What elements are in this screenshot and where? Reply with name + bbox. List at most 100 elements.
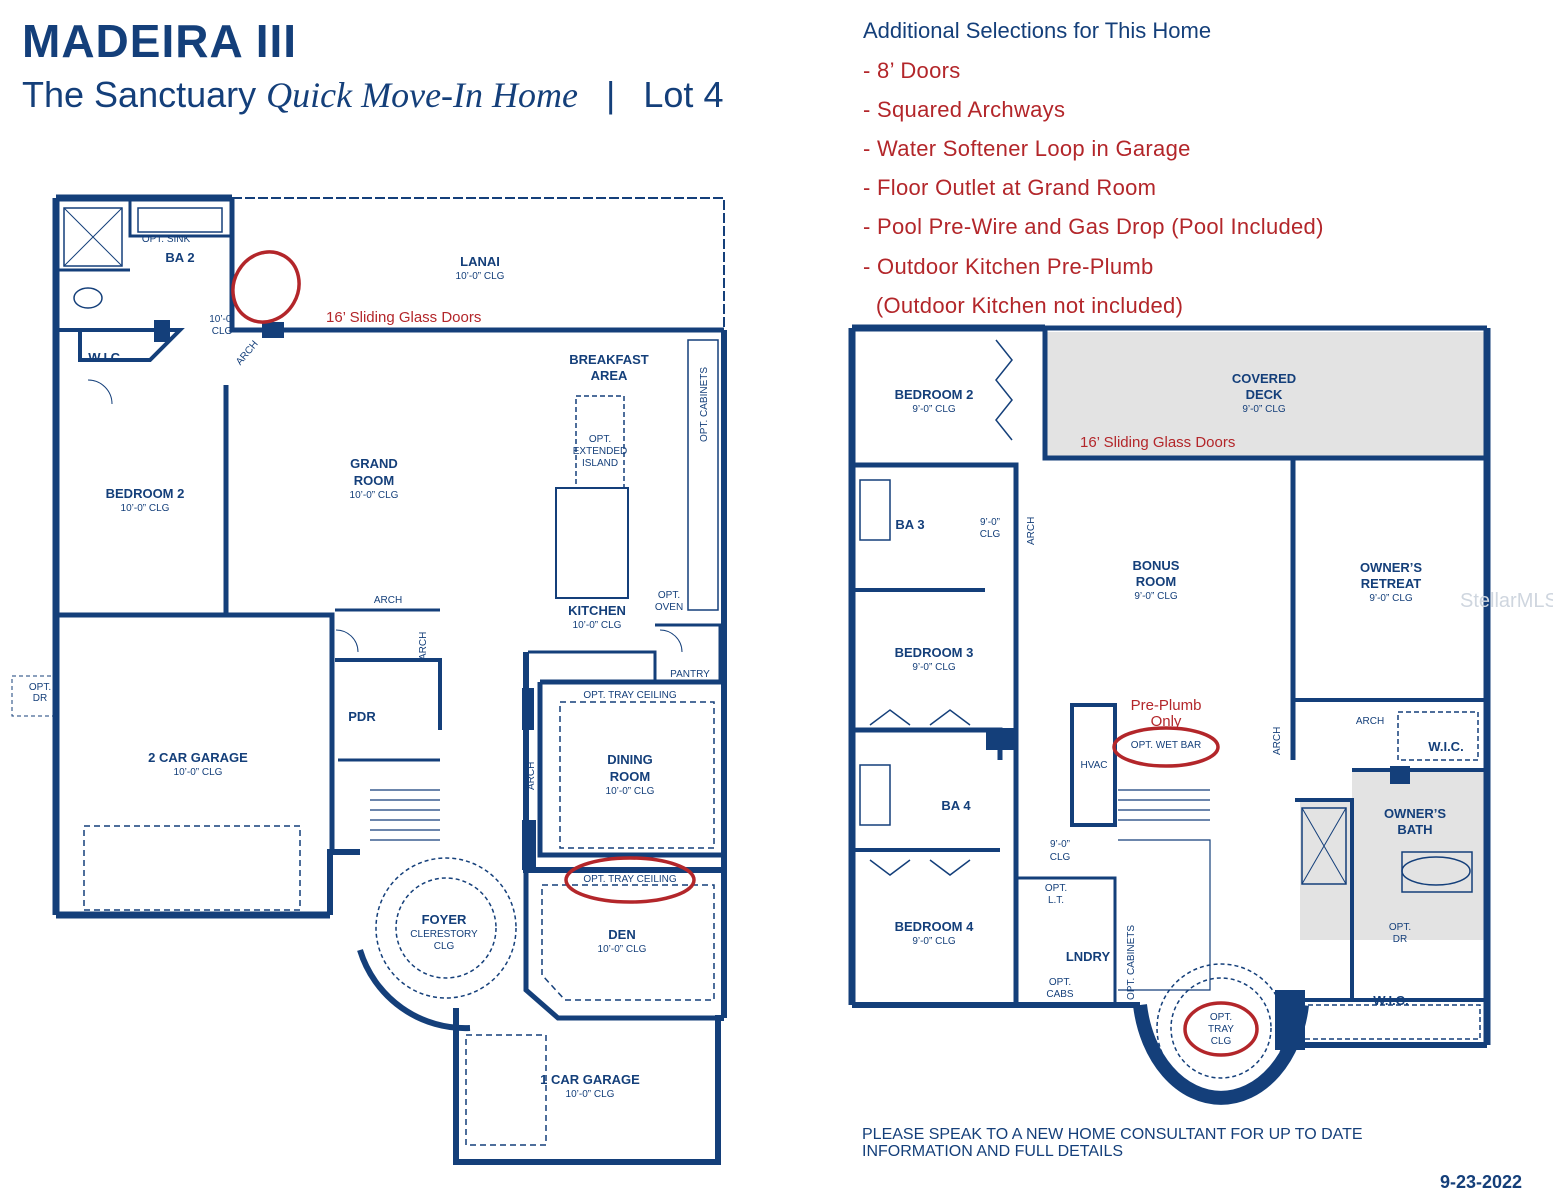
disclaimer-line: PLEASE SPEAK TO A NEW HOME CONSULTANT FO… bbox=[862, 1126, 1363, 1143]
plan-title: MADEIRA III bbox=[22, 15, 298, 67]
wet-bar-label: OPT. WET BAR bbox=[1131, 740, 1201, 751]
arch-label: ARCH bbox=[418, 632, 429, 660]
room-label-bonus: BONUS bbox=[1133, 558, 1180, 573]
ceiling-label: 10’-0” CLG bbox=[606, 786, 655, 797]
plan-subtitle: The Sanctuary Quick Move-In Home | Lot 4 bbox=[22, 74, 723, 116]
ceiling-label: 10’-0” CLG bbox=[573, 620, 622, 631]
opt-cabs-label: OPT. bbox=[1049, 977, 1071, 988]
disclaimer: PLEASE SPEAK TO A NEW HOME CONSULTANT FO… bbox=[862, 1126, 1482, 1160]
room-label-breakfast: AREA bbox=[591, 368, 628, 383]
highlight-ellipse-door bbox=[231, 250, 301, 324]
ceiling-label: 10’-0” CLG bbox=[566, 1089, 615, 1100]
room-label-bonus: ROOM bbox=[1136, 574, 1176, 589]
arch-label: ARCH bbox=[1356, 716, 1384, 727]
room-label-bedroom4: BEDROOM 4 bbox=[895, 919, 975, 934]
opt-dr-label: OPT. bbox=[29, 682, 51, 693]
room-label-ba2: BA 2 bbox=[165, 250, 194, 265]
selection-item: - Floor Outlet at Grand Room bbox=[863, 175, 1157, 200]
ceiling-label: 9’-0” CLG bbox=[1369, 593, 1413, 604]
room-label-bedroom2: BEDROOM 2 bbox=[895, 387, 974, 402]
arch-label: ARCH bbox=[526, 762, 537, 790]
opt-lt-label: L.T. bbox=[1048, 895, 1064, 906]
first-floor-plan bbox=[11, 194, 727, 1165]
opt-oven-label: OVEN bbox=[655, 602, 683, 613]
second-floor-labels: COVERED DECK 9’-0” CLG BEDROOM 2 9’-0” C… bbox=[895, 371, 1553, 1047]
room-label-dining: DINING bbox=[607, 752, 653, 767]
highlight-ellipse-wet-bar bbox=[1112, 726, 1220, 768]
opt-cabinets-label: OPT. CABINETS bbox=[699, 367, 710, 442]
room-label-pdr: PDR bbox=[348, 709, 376, 724]
opt-oven-label: OPT. bbox=[658, 590, 680, 601]
room-label-garage1: 1 CAR GARAGE bbox=[540, 1072, 640, 1087]
selection-item: - Water Softener Loop in Garage bbox=[863, 136, 1191, 161]
second-floor-plan bbox=[848, 324, 1491, 1105]
room-label-garage2: 2 CAR GARAGE bbox=[148, 750, 248, 765]
ceiling-label: 10’-0” CLG bbox=[598, 944, 647, 955]
room-label-bedroom3: BEDROOM 3 bbox=[895, 645, 974, 660]
island-label: ISLAND bbox=[582, 458, 618, 469]
selection-item: (Outdoor Kitchen not included) bbox=[863, 293, 1184, 318]
selections-heading: Additional Selections for This Home bbox=[863, 18, 1212, 43]
quick-move-in-label: Quick Move-In Home bbox=[266, 75, 578, 115]
room-label-lanai: LANAI bbox=[460, 254, 500, 269]
opt-lt-label: OPT. bbox=[1045, 883, 1067, 894]
foyer-sub-label: CLERESTORY bbox=[410, 929, 478, 940]
opt-sink-label: OPT. SINK bbox=[142, 234, 191, 245]
arch-label: ARCH bbox=[234, 339, 261, 368]
title-separator: | bbox=[606, 74, 616, 115]
room-label-laundry: LNDRY bbox=[1066, 949, 1111, 964]
ceiling-label: 10’-0” CLG bbox=[456, 271, 505, 282]
arch-label: ARCH bbox=[1272, 727, 1283, 755]
room-label-wic: W.I.C. bbox=[1428, 739, 1463, 754]
sliding-doors-label: 16’ Sliding Glass Doors bbox=[326, 309, 481, 326]
ceiling-label: 9’-0” CLG bbox=[912, 662, 956, 673]
room-label-wic: W.I.C. bbox=[88, 350, 123, 365]
second-floor-highlights bbox=[1112, 726, 1259, 1057]
ceiling-label: 9’-0” CLG bbox=[912, 404, 956, 415]
ceiling-label: 10’-0” CLG bbox=[174, 767, 223, 778]
ceiling-label: 9’-0” bbox=[1050, 839, 1070, 850]
room-label-den: DEN bbox=[608, 927, 635, 942]
tray-label: CLG bbox=[1211, 1036, 1232, 1047]
ceiling-label: 9’-0” CLG bbox=[1242, 404, 1286, 415]
pantry-label: PANTRY bbox=[670, 669, 710, 680]
highlight-ellipse-tray bbox=[1183, 1001, 1259, 1057]
tray-label: OPT. bbox=[1210, 1012, 1232, 1023]
room-label-kitchen: KITCHEN bbox=[568, 603, 626, 618]
tray-label: TRAY bbox=[1208, 1024, 1234, 1035]
lot-number: Lot 4 bbox=[643, 74, 724, 115]
sliding-doors-label: 16’ Sliding Glass Doors bbox=[1080, 434, 1235, 451]
room-label-dining: ROOM bbox=[610, 769, 650, 784]
selection-item: - Squared Archways bbox=[863, 97, 1066, 122]
room-label-wic: W.I.C. bbox=[1373, 993, 1408, 1008]
pre-plumb-label: Pre-Plumb bbox=[1131, 697, 1202, 714]
ceiling-label: CLG bbox=[980, 529, 1001, 540]
ceiling-label: 9’-0” bbox=[980, 517, 1000, 528]
room-label-covered-deck: DECK bbox=[1246, 387, 1283, 402]
selection-item: - 8’ Doors bbox=[863, 58, 961, 83]
opt-dr-label: OPT. bbox=[1389, 922, 1411, 933]
ceiling-label: CLG bbox=[1050, 852, 1071, 863]
hvac-label: HVAC bbox=[1080, 760, 1107, 771]
arch-label: ARCH bbox=[374, 595, 402, 606]
opt-cabs-label: CABS bbox=[1046, 989, 1074, 1000]
tray-ceiling-label: OPT. TRAY CEILING bbox=[583, 690, 677, 701]
ceiling-label: 10’-0” CLG bbox=[121, 503, 170, 514]
room-label-owners-bath: BATH bbox=[1397, 822, 1432, 837]
disclaimer-line: INFORMATION AND FULL DETAILS bbox=[862, 1143, 1124, 1160]
highlight-ellipse-tray bbox=[564, 856, 696, 904]
room-label-owners-retreat: OWNER’S bbox=[1360, 560, 1422, 575]
pre-plumb-label: Only bbox=[1151, 713, 1182, 730]
room-label-ba3: BA 3 bbox=[895, 517, 924, 532]
tray-ceiling-label: OPT. TRAY CEILING bbox=[583, 874, 677, 885]
selection-item: - Pool Pre-Wire and Gas Drop (Pool Inclu… bbox=[863, 214, 1324, 239]
room-label-grand: ROOM bbox=[354, 473, 394, 488]
ceiling-label: 9’-0” CLG bbox=[1134, 591, 1178, 602]
room-label-owners-retreat: RETREAT bbox=[1361, 576, 1421, 591]
ceiling-label: CLG bbox=[212, 326, 233, 337]
opt-dr-label: DR bbox=[33, 693, 47, 704]
island-label: EXTENDED bbox=[573, 446, 627, 457]
foyer-sub-label: CLG bbox=[434, 941, 455, 952]
opt-dr-label: DR bbox=[1393, 934, 1407, 945]
room-label-foyer: FOYER bbox=[422, 912, 467, 927]
